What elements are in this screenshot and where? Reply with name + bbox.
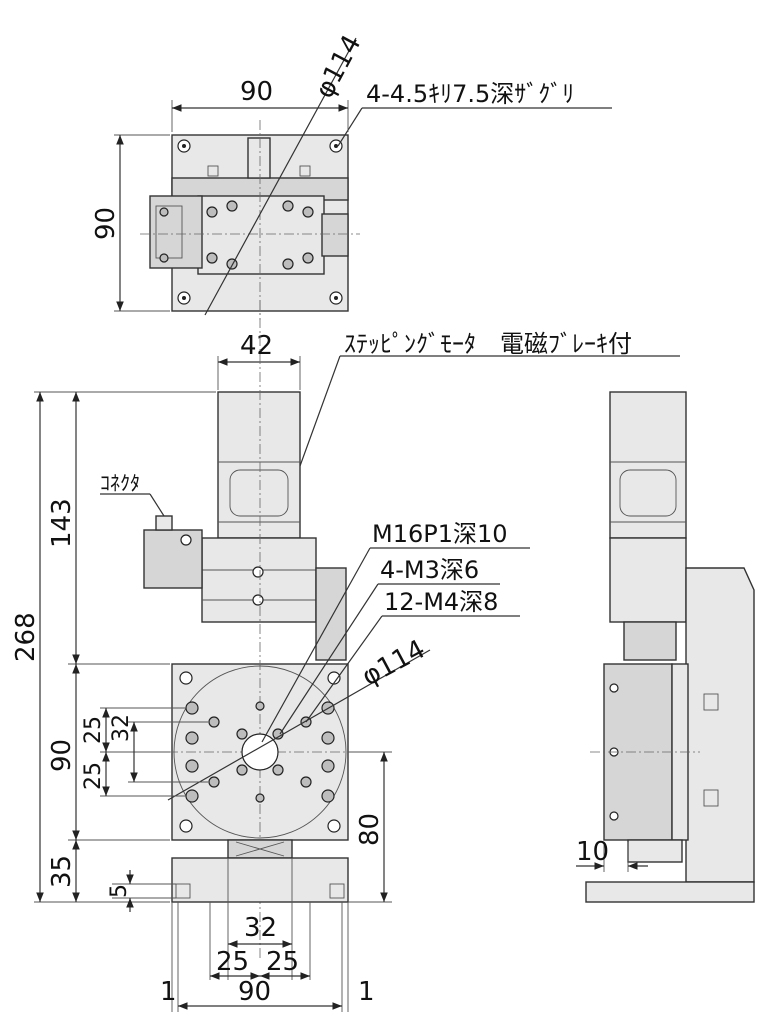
top-view-stage-block [197,195,325,275]
top-view-width-dim: 90 [240,77,273,107]
front-view-thread-note-m4: 12-M4深8 [384,588,498,616]
front-view-dim-80: 80 [355,813,385,846]
front-view-center-bore [241,733,279,771]
front-view-dim-1-right: 1 [358,977,375,1007]
top-view-hole-note: 4-4.5ｷﾘ7.5深ｻﾞｸﾞﾘ [366,80,574,108]
top-view-diameter-label: φ114 [310,30,368,103]
side-view-base [585,881,755,903]
front-view-dim-35: 35 [47,855,77,888]
front-view-connector-note: ｺﾈｸﾀ [100,471,140,495]
front-view-connector [143,529,203,589]
front-view-dim-32: 32 [109,714,134,742]
top-view: φ114 4-4.5ｷﾘ7.5深ｻﾞｸﾞﾘ 90 90 [91,30,612,320]
front-view-motor-note: ｽﾃｯﾋﾟﾝｸﾞﾓｰﾀ 電磁ﾌﾞﾚｰｷ付 [344,330,632,358]
front-view-dim-1-left: 1 [160,977,177,1007]
front-view-coupling-housing [201,537,317,623]
front-view-dim-25-upper: 25 [81,716,106,744]
front-view-dim-25-lower: 25 [81,762,106,790]
side-view: 10 [576,391,755,903]
front-view-dim-90-bottom: 90 [238,977,271,1007]
front-view-thread-note-m16: M16P1深10 [372,520,508,548]
side-view-offset-dim: 10 [576,837,609,867]
front-view-thread-note-m3: 4-M3深6 [380,556,479,584]
front-view-dim-90: 90 [47,739,77,772]
top-view-height-dim: 90 [91,207,121,240]
front-view-dim-5: 5 [107,884,132,898]
side-view-bracket [685,567,755,883]
front-view: 42 ｽﾃｯﾋﾟﾝｸﾞﾓｰﾀ 電磁ﾌﾞﾚｰｷ付 ｺﾈｸﾀ [11,300,680,1012]
side-view-motor [609,391,687,539]
front-view-motor-width: 42 [240,331,273,361]
front-view-dim-25-bottom-right: 25 [266,947,299,977]
front-view-dim-143: 143 [47,498,77,548]
front-view-base [171,857,349,903]
front-view-dim-268: 268 [11,612,41,662]
front-view-dim-25-bottom-left: 25 [216,947,249,977]
front-view-dim-32-bottom: 32 [244,913,277,943]
front-view-diameter-label: φ114 [357,634,430,692]
